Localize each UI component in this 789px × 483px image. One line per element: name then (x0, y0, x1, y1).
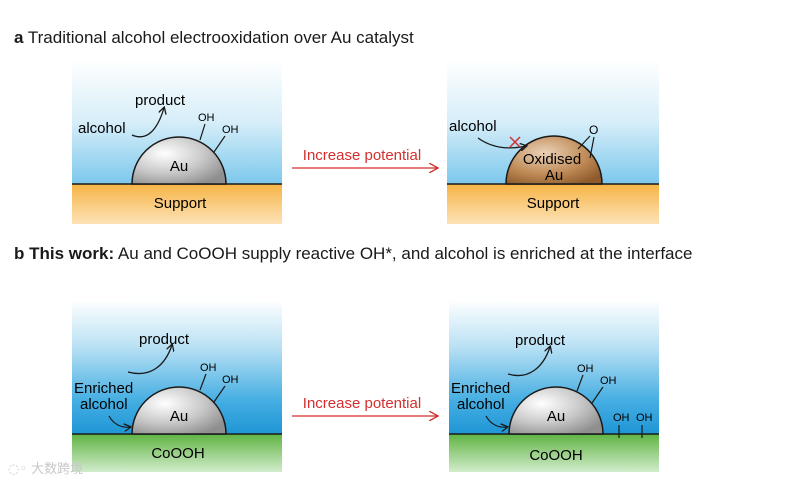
enriched-label: Enriched (451, 380, 510, 397)
enrichment-arrow (485, 415, 507, 427)
product-label: product (135, 92, 186, 109)
oh-bond-1 (199, 123, 206, 141)
reaction-arrow (507, 347, 550, 377)
enriched-alcohol-label: alcohol (457, 396, 505, 413)
oxidised-au-particle (505, 135, 603, 185)
oh-label-1: OH (577, 363, 594, 375)
increase-potential-label: Increase potential (303, 395, 421, 412)
cooh-layer (449, 434, 659, 472)
panel-a-heading: a Traditional alcohol electrooxidation o… (14, 28, 414, 48)
support-layer (447, 184, 659, 224)
reaction-arrow (131, 108, 164, 138)
increase-potential-label: Increase potential (303, 147, 421, 164)
oh-bond-2 (591, 386, 604, 404)
cooh-oh-label-2: OH (636, 412, 653, 424)
watermark-logo-icon: ◌◦ (8, 462, 28, 477)
au-label: Au (170, 158, 188, 175)
panel-b-left-scene: Au CoOOH product Enriched alcohol OH OH (72, 300, 282, 472)
panel-b-right-scene: Au CoOOH product Enriched alcohol OH OH … (449, 300, 659, 472)
oxidised-label: Oxidised (523, 151, 581, 168)
watermark: ◌◦ 大数跨境 (8, 458, 83, 477)
panel-b-heading: b This work: Au and CoOOH supply reactiv… (14, 244, 692, 264)
oxygen-bond-2 (589, 136, 595, 159)
panel-a-title: Traditional alcohol electrooxidation ove… (27, 28, 414, 47)
au-particle (508, 386, 604, 435)
product-label: product (139, 331, 190, 348)
oxidised-au-label: Au (545, 167, 563, 184)
enriched-alcohol-label: alcohol (80, 396, 128, 413)
enrichment-arrow (108, 415, 130, 427)
panel-a-potential-arrow: Increase potential (292, 147, 437, 168)
oh-bond-1 (199, 373, 207, 391)
watermark-text: 大数跨境 (31, 462, 84, 477)
panel-b-title: Au and CoOOH supply reactive OH*, and al… (117, 244, 693, 263)
panel-b-label: b This work: (14, 244, 115, 263)
blocked-adsorption-arrow (477, 137, 526, 148)
oh-label-1: OH (200, 362, 217, 374)
oxygen-label: O (589, 123, 598, 137)
oh-label-2: OH (222, 124, 239, 136)
oh-bond-2 (213, 135, 226, 153)
panel-a-label: a (14, 28, 24, 47)
support-layer (72, 184, 282, 224)
oh-label-1: OH (198, 112, 215, 124)
au-label: Au (170, 408, 188, 425)
panel-a-right-scene: Oxidised Au Support alcohol O (447, 60, 659, 224)
product-label: product (515, 332, 566, 349)
au-particle (131, 136, 227, 185)
oh-label-2: OH (222, 374, 239, 386)
au-particle (131, 386, 227, 435)
support-label: Support (154, 195, 207, 212)
panel-a-left-scene: Au Support product alcohol OH OH (72, 60, 282, 224)
alcohol-label: alcohol (78, 120, 126, 137)
cooh-label: CoOOH (151, 445, 204, 462)
cooh-layer (72, 434, 282, 472)
oh-label-2: OH (600, 375, 617, 387)
oh-bond-1 (576, 374, 584, 392)
oh-bond-2 (213, 385, 226, 403)
enriched-label: Enriched (74, 380, 133, 397)
alcohol-label: alcohol (449, 118, 497, 135)
blocked-cross-icon (509, 136, 521, 148)
au-label: Au (547, 408, 565, 425)
oxygen-bond-1 (577, 135, 591, 150)
cooh-label: CoOOH (529, 447, 582, 464)
cooh-oh-label-1: OH (613, 412, 630, 424)
panel-b-potential-arrow: Increase potential (292, 395, 437, 416)
reaction-arrow (127, 345, 172, 375)
support-label: Support (527, 195, 580, 212)
